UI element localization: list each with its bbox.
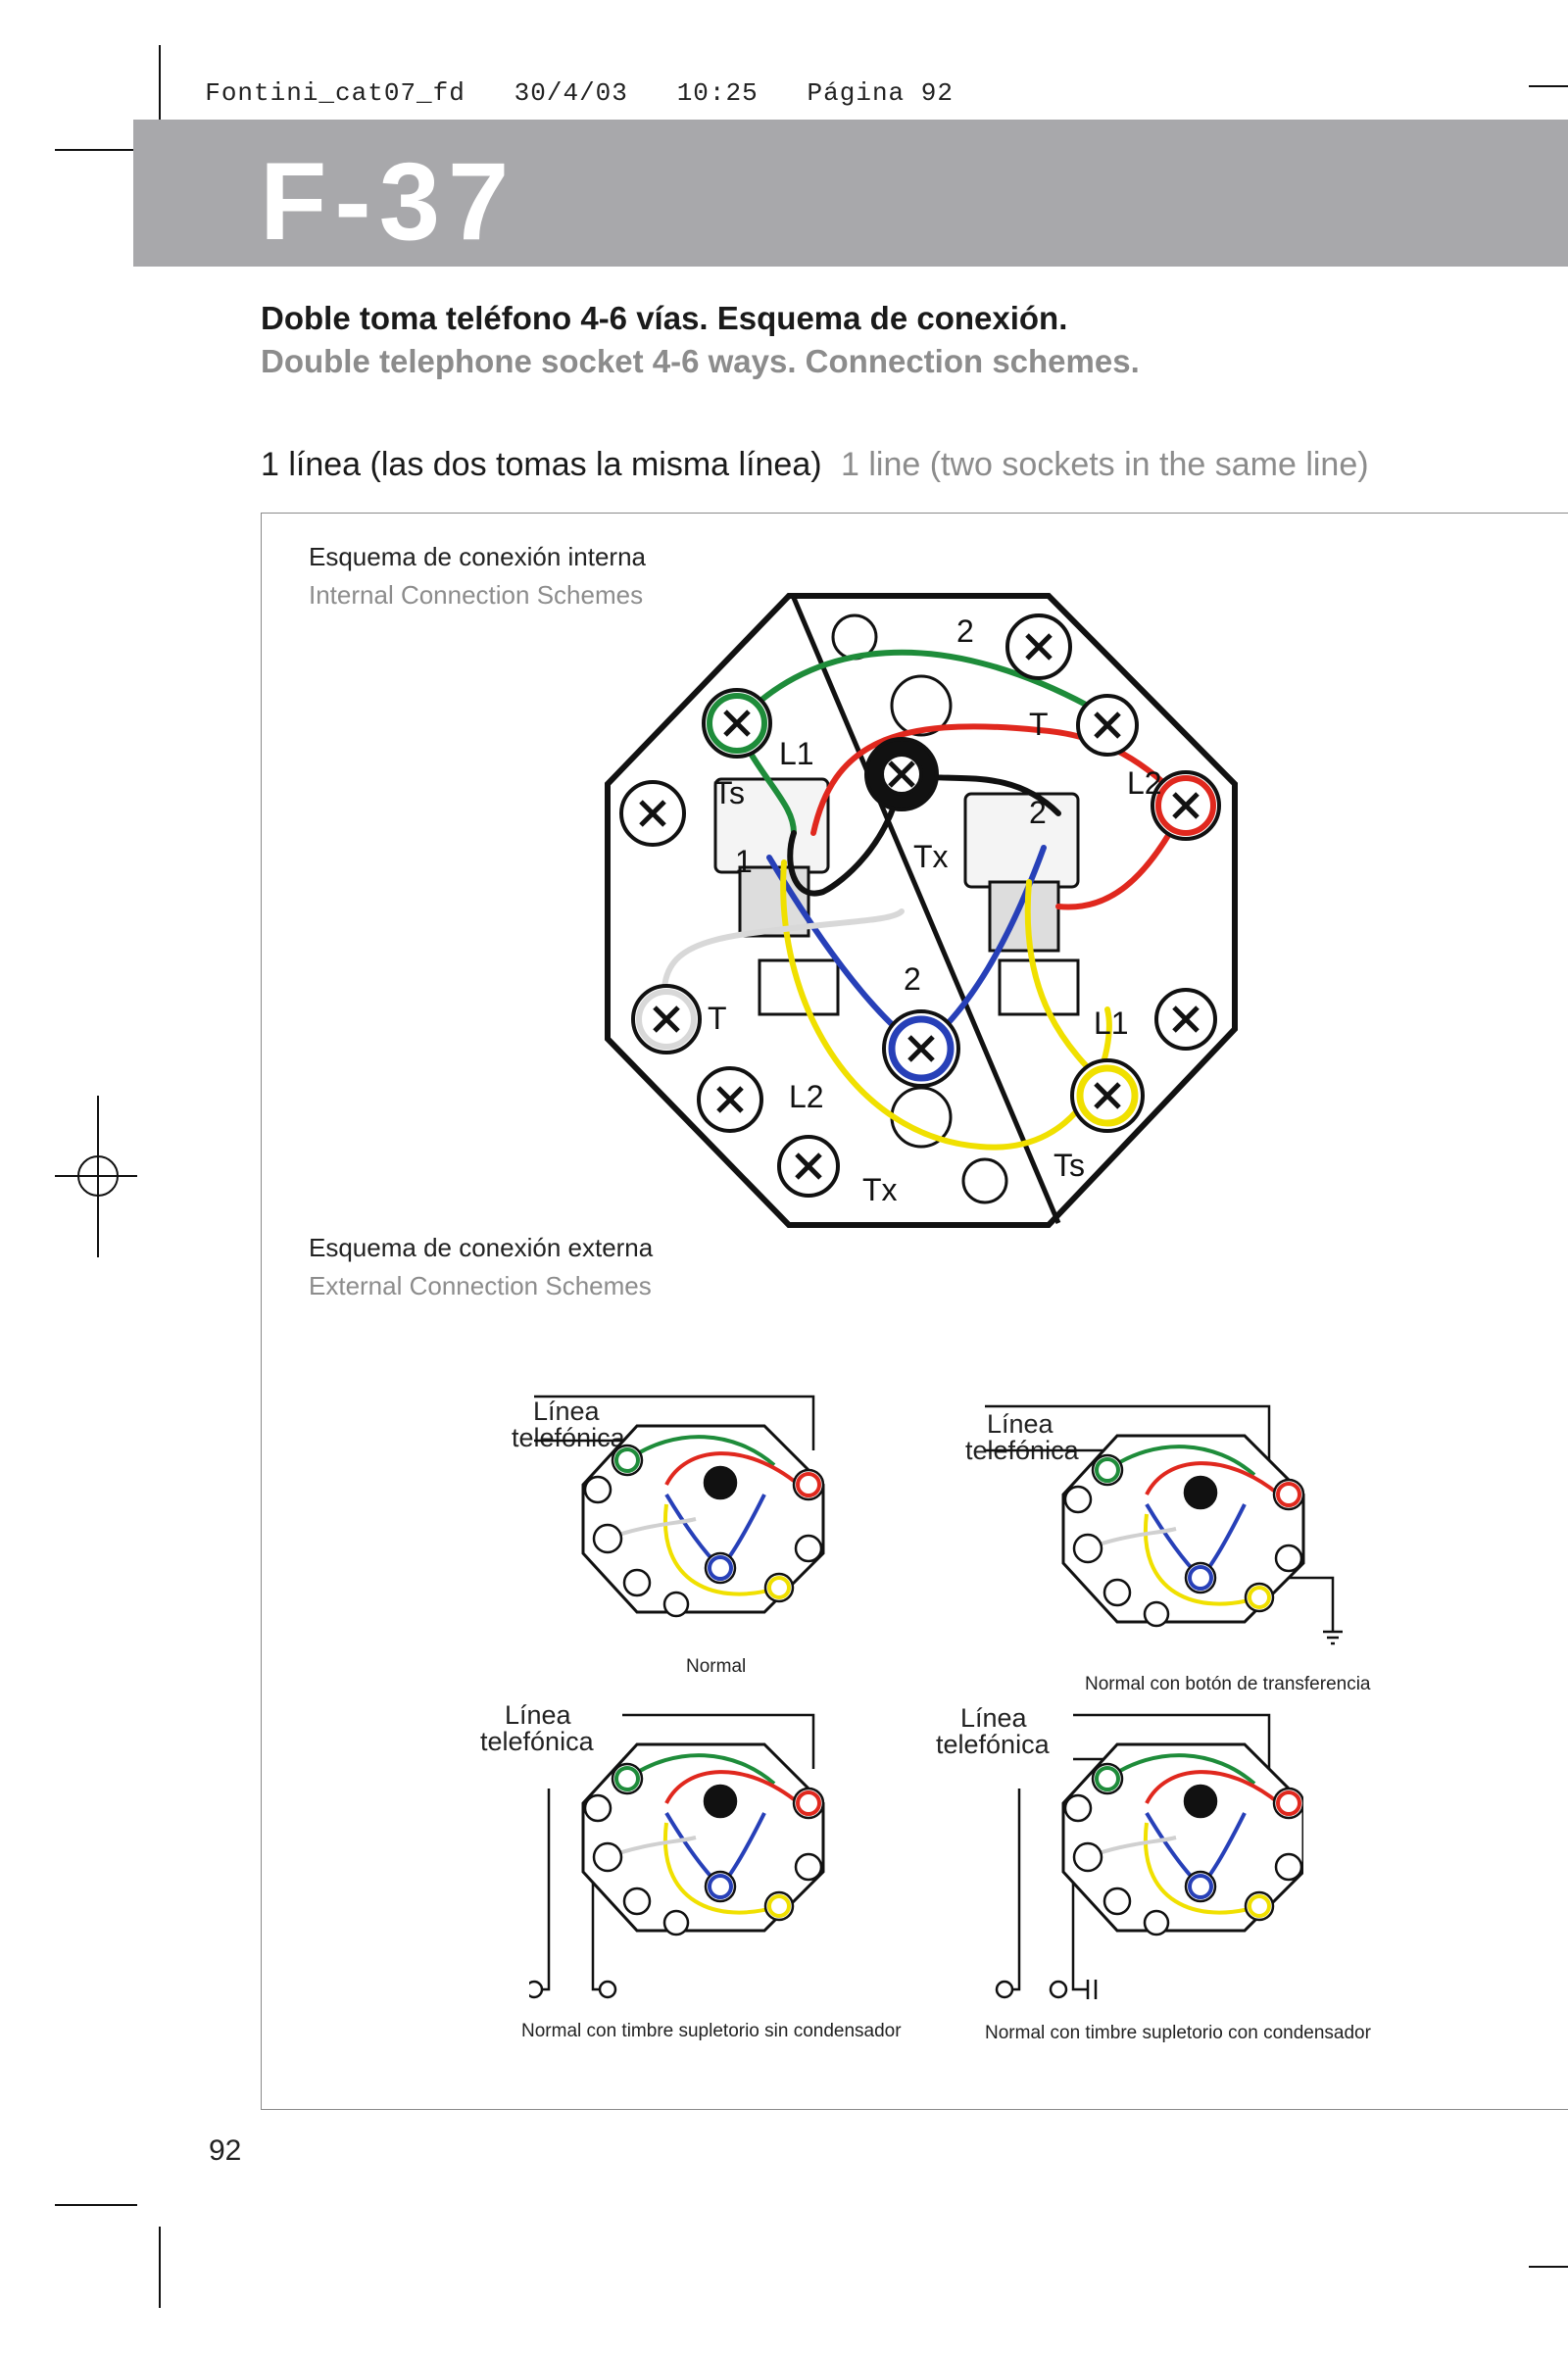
- socket-body: [605, 593, 1238, 1228]
- ext2-caption: Normal con botón de transferencia: [1085, 1674, 1371, 1694]
- product-code: F-37: [260, 140, 517, 263]
- external-diagram-bell-capacitor: [995, 1713, 1303, 1999]
- external-diagram-bell-no-capacitor: [529, 1713, 825, 1999]
- ext3-line-label-1: Línea: [505, 1700, 571, 1730]
- external-caption-es: Esquema de conexión externa: [309, 1233, 654, 1262]
- ext1-line-label-2: telefónica: [512, 1423, 625, 1452]
- label-l2-left: L2: [789, 1079, 824, 1114]
- label-tx-mid: Tx: [913, 839, 949, 874]
- page-number: 92: [209, 2134, 242, 2167]
- ext1-line-label: Línea telefónica: [512, 1398, 625, 1451]
- print-header-file: Fontini_cat07_fd: [205, 78, 466, 108]
- label-ts-right: Ts: [1054, 1148, 1085, 1183]
- ext3-caption: Normal con timbre supletorio sin condens…: [521, 2021, 902, 2041]
- label-tx-bottom: Tx: [862, 1172, 898, 1207]
- ext4-line-label-2: telefónica: [936, 1730, 1050, 1759]
- label-2-center: 2: [904, 961, 921, 997]
- title-en: Double telephone socket 4-6 ways. Connec…: [261, 343, 1140, 379]
- label-t-top: T: [1029, 707, 1049, 742]
- label-2-jack: 2: [1029, 795, 1047, 830]
- ext1-caption: Normal: [686, 1656, 747, 1677]
- header-banner: [133, 120, 1568, 267]
- internal-caption-es: Esquema de conexión interna: [309, 542, 647, 571]
- label-2-top: 2: [956, 613, 974, 649]
- screw-crosses: [639, 633, 1200, 1180]
- subtitle-es: 1 línea (las dos tomas la misma línea): [261, 446, 822, 483]
- ext2-line-label-1: Línea: [987, 1409, 1054, 1439]
- label-l1-right: L1: [1094, 1005, 1129, 1041]
- schemes-panel: [261, 513, 1568, 2110]
- ext3-line-label-2: telefónica: [480, 1727, 594, 1756]
- print-header-page: Página 92: [807, 78, 954, 108]
- label-ts-left: Ts: [713, 775, 745, 810]
- ext1-line-label-1: Línea: [533, 1397, 600, 1426]
- title-es: Doble toma teléfono 4-6 vías. Esquema de…: [261, 300, 1068, 336]
- label-t-left: T: [708, 1001, 727, 1036]
- label-l2-right: L2: [1127, 765, 1162, 801]
- external-diagram-transfer-button: [985, 1404, 1343, 1645]
- ext4-line-label-1: Línea: [960, 1703, 1027, 1733]
- label-l1-top: L1: [779, 736, 814, 771]
- print-header: Fontini_cat07_fd 30/4/03 10:25 Página 92: [172, 49, 954, 108]
- print-header-date: 30/4/03: [514, 78, 628, 108]
- external-caption-en: External Connection Schemes: [309, 1271, 652, 1300]
- jack-right: [963, 792, 1080, 953]
- print-header-time: 10:25: [676, 78, 759, 108]
- internal-connection-diagram: L1 Ts 1 Tx 2 T 2 L2 2 T L1 L2 Ts Tx: [605, 593, 1238, 1228]
- external-diagram-normal: [534, 1395, 825, 1618]
- internal-caption-en: Internal Connection Schemes: [309, 580, 644, 610]
- ext4-caption: Normal con timbre supletorio con condens…: [985, 2023, 1371, 2043]
- subtitle-en: 1 line (two sockets in the same line): [841, 446, 1369, 483]
- ext4-line-label: Línea telefónica: [936, 1705, 1050, 1758]
- jack-left: [713, 777, 830, 938]
- ext3-line-label: Línea telefónica: [480, 1702, 594, 1755]
- label-1: 1: [735, 844, 753, 879]
